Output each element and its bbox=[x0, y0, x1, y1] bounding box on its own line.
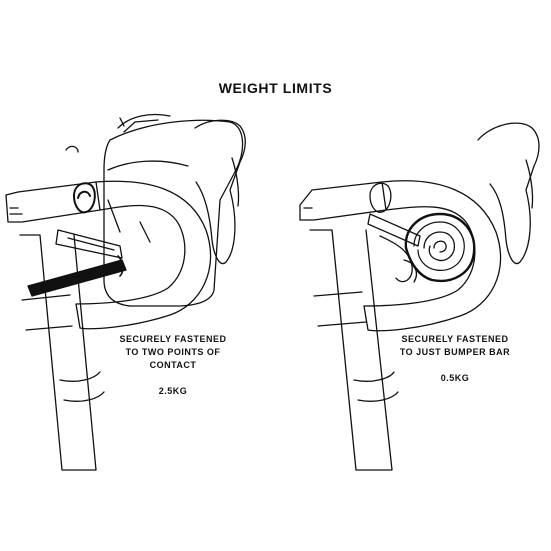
caption-line: CONTACT bbox=[149, 360, 197, 370]
handlebar-bag-illustration bbox=[5, 113, 246, 471]
weight-limit-value: 0.5KG bbox=[440, 373, 470, 383]
right-caption: SECURELY FASTENED TO JUST BUMPER BAR 0.5… bbox=[380, 333, 530, 385]
caption-line: TO JUST BUMPER BAR bbox=[399, 347, 511, 357]
caption-line: SECURELY FASTENED bbox=[401, 334, 509, 344]
caption-line: SECURELY FASTENED bbox=[119, 334, 227, 344]
caption-line: TO TWO POINTS OF bbox=[125, 347, 221, 357]
left-caption: SECURELY FASTENED TO TWO POINTS OF CONTA… bbox=[98, 333, 248, 398]
weight-limit-value: 2.5KG bbox=[158, 386, 188, 396]
page-title: WEIGHT LIMITS bbox=[218, 80, 333, 96]
bumper-bar-tag-illustration bbox=[299, 122, 540, 471]
